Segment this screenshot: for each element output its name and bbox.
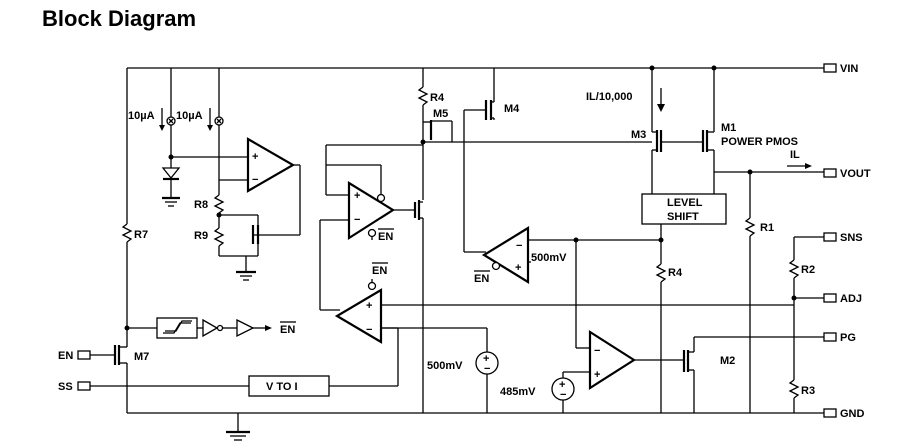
pin-vin-label: VIN	[840, 63, 858, 75]
comparator-1: + −	[171, 137, 301, 235]
en-bar-erramp: EN	[378, 231, 393, 243]
m7-transistor: M7	[90, 345, 149, 413]
current-a-label: 10µA	[128, 110, 155, 122]
soft-start-amplifier: + − EN	[334, 262, 794, 352]
pgcomp-plus: +	[594, 369, 600, 381]
pin-adj: ADJ	[823, 293, 862, 305]
diagram-title: Block Diagram	[42, 6, 197, 31]
level-shift-line1: LEVEL	[667, 197, 703, 209]
il-label: IL	[790, 149, 800, 161]
r4-bottom-resistor: R4	[655, 263, 683, 413]
pin-vout-label: VOUT	[840, 168, 871, 180]
output-driver-transistor	[413, 200, 424, 413]
vs500b-minus: −	[484, 363, 490, 375]
vin-junction-m1	[711, 65, 717, 71]
m3-label: M3	[631, 129, 646, 141]
pin-en: EN	[58, 350, 91, 362]
m2-transistor: M2	[682, 336, 824, 413]
voltage-source-485mv: + − 485mV	[500, 372, 575, 413]
en-bar-output: EN	[280, 324, 295, 336]
r9-label: R9	[194, 230, 208, 242]
pg-comparator: − +	[563, 240, 684, 391]
m4-transistor: M4	[463, 68, 520, 253]
pin-vin: VIN	[823, 63, 858, 75]
r4-bottom-label: R4	[668, 267, 683, 279]
m5-junction	[420, 139, 426, 145]
gnd-rail	[127, 412, 824, 441]
power-pmos-label: POWER PMOS	[721, 136, 798, 148]
pin-pg-label: PG	[840, 332, 856, 344]
pin-gnd: GND	[823, 408, 865, 420]
r8-resistor: R8	[194, 194, 225, 228]
comp1-minus: −	[252, 174, 258, 186]
vs485-minus: −	[560, 389, 566, 401]
ilim-plus: +	[515, 262, 521, 274]
vs500b-plus: +	[483, 353, 489, 365]
pin-pg: PG	[823, 332, 856, 344]
comp1-plus: +	[252, 151, 258, 163]
pin-sns: SNS	[823, 232, 863, 244]
pgcomp-minus: −	[594, 345, 600, 357]
ssamp-minus: −	[366, 324, 372, 336]
r7-label: R7	[134, 229, 148, 241]
m5-label: M5	[433, 108, 448, 120]
r3-resistor: R3	[788, 379, 815, 413]
m1-power-pmos: M1 POWER PMOS IL	[701, 68, 824, 173]
vs485-plus: +	[559, 379, 565, 391]
r4-top-label: R4	[430, 92, 445, 104]
pgcomp-junction	[573, 237, 579, 243]
r9-switch	[219, 214, 300, 281]
en-bar-ssamp: EN	[372, 265, 387, 277]
r2-label: R2	[801, 264, 815, 276]
en-logic-chain: EN	[127, 317, 296, 339]
vs485-label: 485mV	[500, 386, 536, 398]
vs500a-label: 500mV	[531, 252, 567, 264]
pin-vout: VOUT	[823, 168, 871, 180]
r1-resistor: R1	[744, 172, 774, 413]
r3-label: R3	[801, 385, 815, 397]
m5-transistor: M5	[422, 108, 652, 200]
current-source-a: 10µA	[128, 68, 176, 168]
ssamp-plus: +	[366, 300, 372, 312]
v-to-i-label: V TO I	[266, 381, 298, 393]
level-shift-line2: SHIFT	[667, 211, 699, 223]
il-ratio-label: IL/10,000	[586, 91, 632, 103]
level-shift-block: LEVEL SHIFT	[641, 172, 727, 264]
m4-label: M4	[504, 103, 520, 115]
r8-label: R8	[194, 199, 208, 211]
pin-ss-label: SS	[58, 381, 73, 393]
current-limit-amplifier: − + 500mV EN	[474, 226, 661, 285]
r4-top-resistor: R4	[417, 68, 445, 118]
current-b-label: 10µA	[176, 110, 203, 122]
r9-resistor: R9	[194, 227, 258, 257]
vin-junction-m3	[649, 65, 655, 71]
voltage-source-500mv-b: + − 500mV	[427, 351, 499, 413]
vs500b-label: 500mV	[427, 360, 463, 372]
pin-gnd-label: GND	[840, 408, 865, 420]
pin-en-label: EN	[58, 350, 73, 362]
level-shift-junction	[658, 237, 664, 243]
r1-label: R1	[760, 222, 774, 234]
ilim-minus: −	[516, 240, 522, 252]
r2-resistor: R2	[788, 236, 824, 380]
pin-ss: SS	[58, 381, 91, 393]
pin-adj-label: ADJ	[840, 293, 862, 305]
erramp-minus: −	[354, 214, 360, 226]
current-source-b: 10µA	[176, 68, 224, 195]
diode	[161, 167, 181, 207]
m1-label: M1	[721, 122, 736, 134]
error-amplifier: + − EN	[319, 144, 423, 311]
pin-sns-label: SNS	[840, 232, 863, 244]
m3-transistor: M3 IL/10,000	[586, 68, 703, 194]
erramp-plus: +	[354, 190, 360, 202]
m2-label: M2	[720, 355, 735, 367]
en-bar-ilim: EN	[474, 273, 489, 285]
m7-label: M7	[134, 351, 149, 363]
